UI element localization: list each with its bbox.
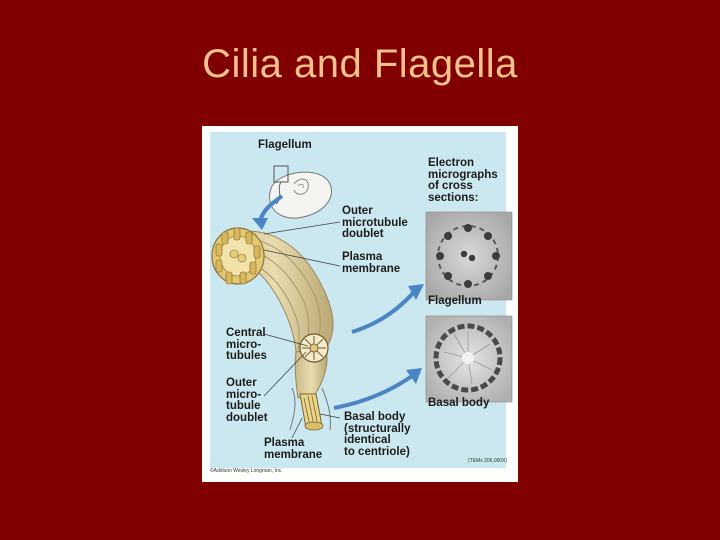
copyright-credit: ©Addison Wesley Longman, Inc. [210, 468, 283, 474]
flagellum-micrograph [425, 211, 513, 301]
leader-plasma-membrane-top [263, 249, 341, 267]
leader-basal-body [319, 413, 341, 419]
magnification-note: (TEMs 206,000X) [468, 458, 508, 464]
basal-body-micrograph [425, 315, 513, 403]
arrow-to-basal-tem-head [406, 368, 422, 384]
label-plasma-membrane-top: Plasma membrane [342, 251, 401, 275]
label-electron-micrographs: Electron micrographs of cross sections: [428, 157, 498, 204]
label-basal-body-description: Basal body (structurally identical to ce… [344, 411, 411, 458]
flagellum-cross-section [211, 227, 265, 285]
flagellum-structure-figure: Flagellum Electron micrographs of cross … [202, 126, 518, 482]
label-central-microtubules: Central micro- tubules [226, 327, 267, 362]
junction-cross-section [299, 333, 329, 363]
label-basal-body-micrograph: Basal body [428, 397, 490, 409]
label-flagellum-micrograph: Flagellum [428, 295, 482, 307]
zoom-arrow-top-head [252, 218, 268, 230]
leader-outer-doublet-top [263, 221, 341, 235]
arrow-to-basal-tem [333, 374, 414, 410]
slide-title: Cilia and Flagella [202, 42, 518, 86]
leader-plasma-membrane-bottom [291, 417, 303, 439]
label-flagellum-top: Flagellum [258, 139, 312, 151]
arrow-to-flagellum-tem-head [408, 284, 424, 300]
figure-artwork [210, 132, 513, 468]
leader-outer-doublet-bottom [263, 351, 307, 397]
leader-central-microtubules [263, 333, 309, 347]
label-outer-doublet-top: Outer microtubule doublet [342, 205, 408, 240]
cell-illustration [269, 165, 332, 219]
label-plasma-membrane-bottom: Plasma membrane [264, 437, 323, 461]
basal-body-illustration [289, 387, 331, 431]
arrow-to-flagellum-tem [351, 290, 416, 334]
label-outer-doublet-bottom: Outer micro- tubule doublet [226, 377, 268, 424]
